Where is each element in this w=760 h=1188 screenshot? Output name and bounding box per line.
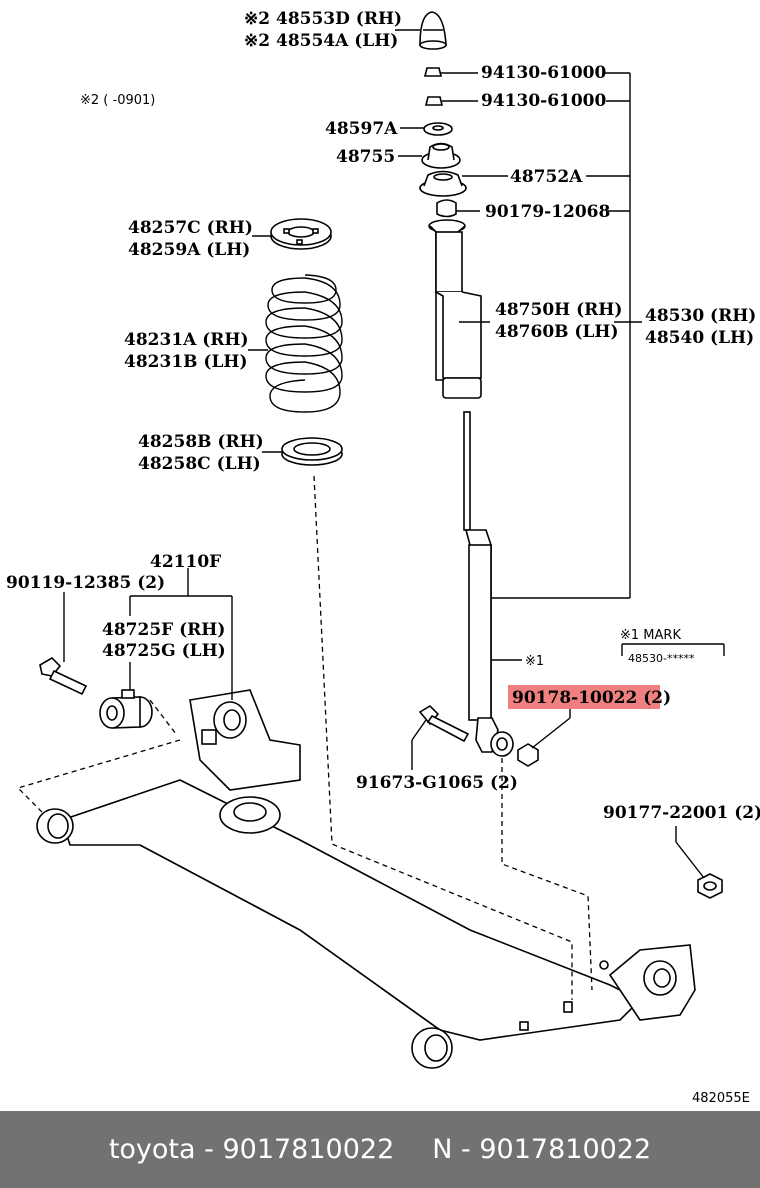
label-48231b: 48231B (LH) xyxy=(124,352,248,372)
axle-beam-42110f xyxy=(36,689,696,1069)
label-94130-a: 94130-61000 xyxy=(481,63,607,83)
label-48231a: 48231A (RH) xyxy=(124,330,249,350)
nut-90179 xyxy=(436,199,457,218)
label-48750h: 48750H (RH) xyxy=(495,300,622,320)
shock-absorber-48530 xyxy=(428,219,514,757)
label-90119: 90119-12385 (2) xyxy=(6,573,165,593)
label-note2: ※2 ( -0901) xyxy=(80,93,155,108)
label-48553d: ※2 48553D (RH) xyxy=(244,9,402,29)
bushing-48725f xyxy=(99,689,153,729)
label-91673: 91673-G1065 (2) xyxy=(356,773,518,793)
footer-left-text: toyota - 9017810022 xyxy=(108,1134,395,1165)
label-48258b: 48258B (RH) xyxy=(138,432,264,452)
footer-right-text: N - 9017810022 xyxy=(432,1134,652,1165)
insulator-48257c xyxy=(270,218,332,250)
label-ref: 482055E xyxy=(692,1091,750,1106)
leader-lines xyxy=(63,29,725,879)
label-90178: 90178-10022 (2) xyxy=(512,688,671,708)
parts-diagram: ※2 48553D (RH) ※2 48554A (LH) ※2 ( -0901… xyxy=(6,9,760,1106)
label-48752a: 48752A xyxy=(510,167,583,187)
label-mark-title: ※1 MARK xyxy=(620,628,681,643)
dashed-lines xyxy=(16,475,593,1000)
label-48540: 48540 (LH) xyxy=(645,328,754,348)
insulator-48258b xyxy=(281,437,343,466)
label-94130-b: 94130-61000 xyxy=(481,91,607,111)
label-48530: 48530 (RH) xyxy=(645,306,756,326)
bolt-90119 xyxy=(39,656,88,696)
label-mark-value: 48530-***** xyxy=(628,652,695,665)
nut-94130-lower xyxy=(424,96,444,106)
label-48725g: 48725G (LH) xyxy=(102,641,226,661)
support-48752a xyxy=(419,170,467,197)
highlight-box xyxy=(508,685,660,709)
label-90179: 90179-12068 xyxy=(485,202,610,222)
label-star1: ※1 xyxy=(525,654,544,669)
label-48760b: 48760B (LH) xyxy=(495,322,619,342)
label-48259a: 48259A (LH) xyxy=(128,240,250,260)
bump-stopper-48553d xyxy=(419,11,447,50)
label-48554a: ※2 48554A (LH) xyxy=(244,31,398,51)
label-42110f: 42110F xyxy=(150,552,221,572)
label-48258c: 48258C (LH) xyxy=(138,454,261,474)
label-48257c: 48257C (RH) xyxy=(128,218,253,238)
label-48597a: 48597A xyxy=(325,119,398,139)
nut-90178 xyxy=(517,743,539,767)
footer-bar: toyota - 9017810022 N - 9017810022 xyxy=(0,1111,760,1188)
nut-94130-upper xyxy=(423,67,443,77)
label-90177: 90177-22001 (2) xyxy=(603,803,760,823)
coil-spring-48231a xyxy=(265,274,343,413)
label-48725f: 48725F (RH) xyxy=(102,620,225,640)
nut-90177 xyxy=(697,873,723,899)
label-48755: 48755 xyxy=(336,147,395,167)
bolt-91673 xyxy=(418,704,470,743)
washer-48597a xyxy=(423,122,453,136)
cushion-48755 xyxy=(421,142,461,169)
